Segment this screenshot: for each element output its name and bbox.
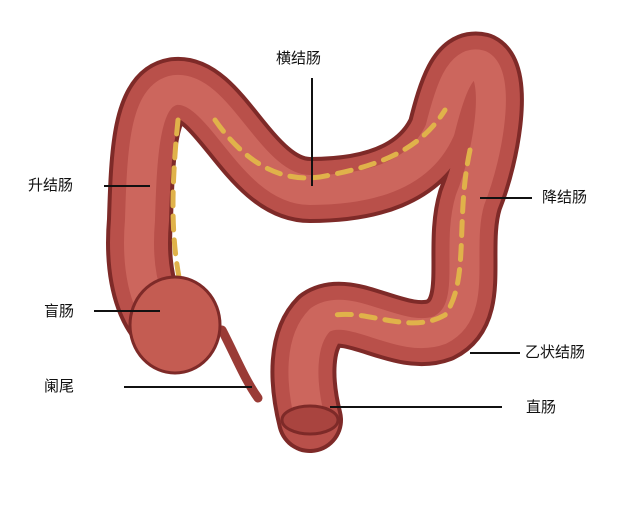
label-rectum: 直肠 xyxy=(526,398,557,416)
label-descending-colon: 降结肠 xyxy=(542,188,588,206)
leader-cecum xyxy=(94,310,160,312)
label-sigmoid-colon: 乙状结肠 xyxy=(525,343,586,361)
leader-sigmoid-colon xyxy=(470,352,520,354)
leader-ascending-colon xyxy=(104,185,150,187)
leader-appendix xyxy=(124,386,252,388)
colon-highlight xyxy=(124,49,506,435)
label-ascending-colon: 升结肠 xyxy=(28,176,74,194)
leader-rectum xyxy=(330,406,502,408)
cecum-pouch xyxy=(128,275,222,375)
label-cecum: 盲肠 xyxy=(44,302,75,320)
label-appendix: 阑尾 xyxy=(44,377,75,395)
appendix xyxy=(217,325,263,403)
leader-descending-colon xyxy=(480,197,532,199)
leader-transverse-colon xyxy=(311,78,313,186)
label-transverse-colon: 横结肠 xyxy=(276,49,322,67)
rectum-end xyxy=(280,404,340,436)
